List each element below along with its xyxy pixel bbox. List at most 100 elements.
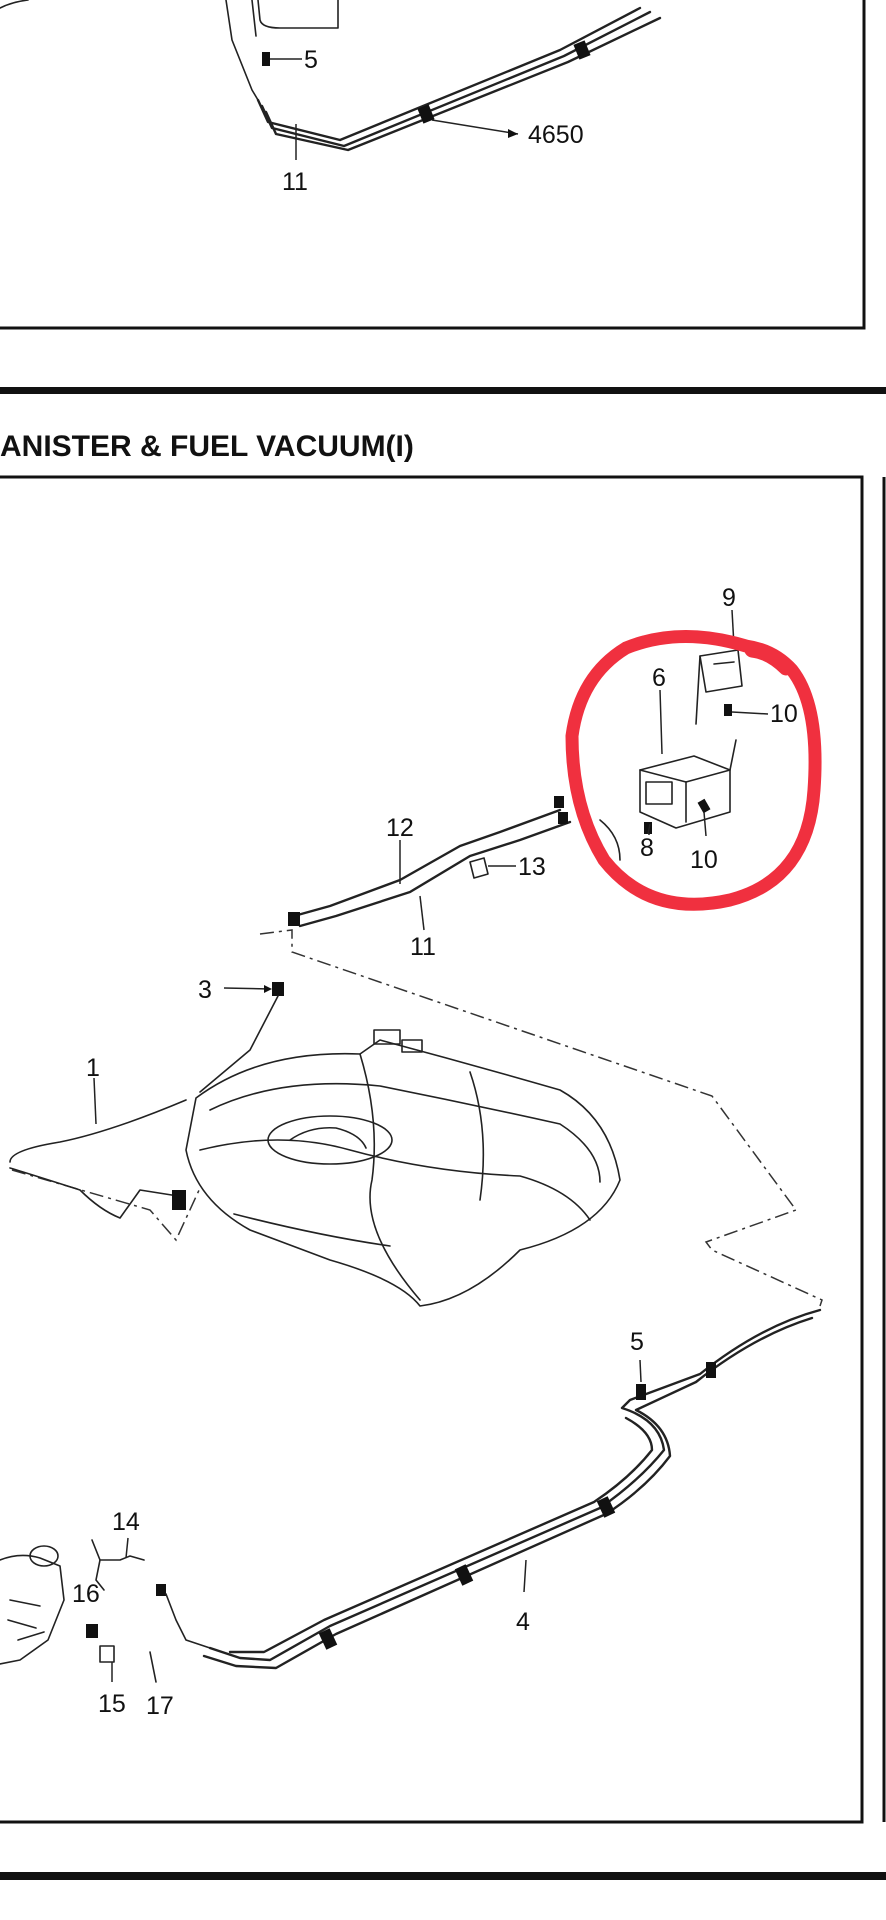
clip-5-shape [262, 52, 270, 66]
fuel-line-4 [208, 1308, 822, 1662]
canister-hose [599, 819, 621, 861]
top-frame [0, 0, 866, 330]
callout-6-leader [659, 689, 663, 755]
callout-9: 9 [722, 584, 736, 612]
bolt-10-upper [724, 704, 732, 716]
bottom-rule [0, 1872, 886, 1880]
engine-block-fragment [0, 1554, 65, 1665]
top-bracket [257, 0, 339, 29]
floor-outline-left [11, 1169, 201, 1242]
callout-4-leader [523, 1559, 527, 1593]
vapor-pipe-11 [298, 820, 572, 928]
clip-5b [706, 1362, 716, 1378]
canister-bracket-9 [699, 649, 743, 693]
callout-12: 12 [386, 814, 414, 842]
tank-rib-1 [209, 1082, 601, 1183]
bolt-10-lower [697, 798, 711, 814]
section-title: ANISTER & FUEL VACUUM(I) [0, 430, 414, 463]
tank-filler-neck [373, 1029, 401, 1045]
red-highlight-overlap [744, 642, 794, 676]
engine-cap [29, 1545, 59, 1567]
top-diagram-section: 5 4650 11 [0, 0, 866, 330]
floor-outline-right [259, 929, 823, 1307]
top-bracket-line-2 [251, 0, 257, 37]
callout-3-leader [223, 987, 271, 990]
connector-13 [469, 857, 489, 879]
bracket-detail [713, 661, 735, 665]
connector-15 [99, 1645, 115, 1663]
clip-3 [272, 982, 284, 996]
tank-rib-4 [469, 1071, 485, 1201]
callout-10b-leader [703, 811, 707, 837]
callout-17: 17 [146, 1692, 174, 1720]
hose-14b [99, 1555, 145, 1561]
callout-4: 4 [516, 1608, 530, 1636]
callout-3-arrow [264, 985, 272, 993]
top-pipe-clip [417, 104, 435, 124]
bracket-arm-2 [729, 739, 737, 771]
callout-5-leader [639, 1359, 642, 1383]
hose-14 [91, 1539, 105, 1591]
fuel-line-4c [228, 1416, 654, 1654]
callout-4650: 4650 [528, 121, 584, 149]
callout-16: 16 [72, 1580, 100, 1608]
tank-rib-3 [359, 1053, 421, 1301]
callout-5-top: 5 [304, 46, 318, 74]
clip-5 [636, 1384, 646, 1400]
callout-1: 1 [86, 1054, 100, 1082]
callout-1-leader [93, 1077, 97, 1125]
fitting-14 [156, 1584, 166, 1596]
top-bracket-line [225, 0, 259, 101]
line-clip-3 [318, 1628, 338, 1650]
callout-3: 3 [198, 976, 212, 1004]
canister-fuel-diagram: 1 3 12 11 13 [0, 584, 823, 1720]
callout-8: 8 [640, 834, 654, 862]
red-highlight-circle [565, 630, 822, 911]
bolt-17 [149, 1651, 157, 1683]
top-part-fragment [0, 0, 29, 9]
ref-4650-leader [431, 119, 519, 135]
pipe-canister-joint-2 [558, 812, 568, 824]
callout-11-top: 11 [282, 168, 308, 196]
callout-10a-leader [731, 711, 769, 715]
hose-to-line [165, 1593, 211, 1649]
vent-tube-1 [9, 1099, 187, 1163]
canister-assembly: 6 9 10 8 10 [599, 584, 798, 874]
callout-8-leader-b [647, 823, 651, 835]
top-pipe-c [264, 16, 662, 152]
valve-16 [86, 1624, 98, 1638]
callout-5: 5 [630, 1328, 644, 1356]
bracket-arm [695, 655, 701, 725]
bolt-8 [644, 822, 652, 834]
fuel-tank [185, 1029, 621, 1307]
fuel-line-4b [202, 1316, 814, 1670]
sensor-connector [172, 1190, 186, 1210]
callout-14-leader [125, 1537, 129, 1559]
vent-tube-1b [9, 1167, 179, 1219]
engine-ribs [7, 1599, 45, 1641]
canister-top-edge [639, 769, 731, 783]
canister-port [645, 781, 673, 805]
fuel-pump-ring [267, 1115, 393, 1165]
top-pipe-clip-2 [573, 40, 591, 60]
tank-vent-neck [401, 1039, 423, 1053]
vapor-pipe-12 [292, 808, 562, 918]
pipe-canister-joint-1 [554, 796, 564, 808]
main-frame [0, 475, 864, 1824]
callout-10-upper: 10 [770, 700, 798, 728]
callout-11: 11 [410, 933, 436, 961]
line-clip-2 [454, 1564, 474, 1586]
vapor-line-to-tank [199, 995, 279, 1093]
engine-components: 14 16 15 17 [0, 1508, 211, 1720]
callout-13: 13 [518, 853, 546, 881]
callout-10-lower: 10 [690, 846, 718, 874]
ref-4650-arrow [508, 129, 518, 138]
callout-11-leader [419, 895, 425, 931]
callout-14: 14 [112, 1508, 140, 1536]
fuel-tank-body [185, 1039, 621, 1307]
callout-15: 15 [98, 1690, 126, 1718]
fuel-pump-top [289, 1126, 367, 1149]
tank-rib-2 [199, 1139, 591, 1221]
pipe-end-clip [288, 912, 300, 926]
